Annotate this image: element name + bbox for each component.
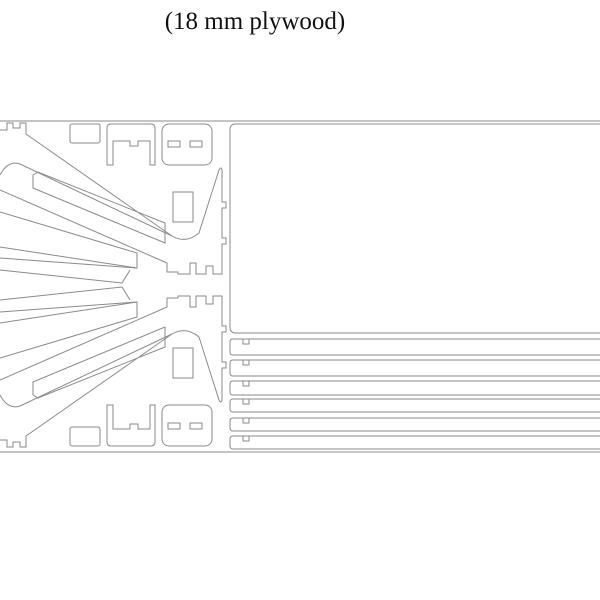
- fan-blades-upper: [0, 211, 138, 284]
- small-block: [69, 123, 101, 144]
- fan-blades-lower: [0, 286, 138, 359]
- rounded-plate: [161, 123, 213, 166]
- strip: [229, 380, 600, 396]
- small-slot: [172, 191, 194, 223]
- m-bracket: [106, 123, 156, 166]
- strip: [229, 417, 600, 432]
- arm-slot: [32, 171, 166, 244]
- arm-outer-edge: [0, 162, 173, 237]
- lower-arm-piece: [0, 295, 227, 448]
- large-panel: [229, 123, 600, 334]
- strip: [229, 359, 600, 377]
- strip: [229, 435, 600, 450]
- strip: [229, 338, 600, 356]
- sheet-outline: [0, 120, 600, 453]
- plate-slot: [167, 140, 181, 148]
- plate-slot: [189, 140, 203, 148]
- upper-arm-piece: [0, 122, 227, 275]
- strips: [229, 338, 600, 450]
- strip: [229, 398, 600, 413]
- diagram-title: (18 mm plywood): [164, 8, 346, 35]
